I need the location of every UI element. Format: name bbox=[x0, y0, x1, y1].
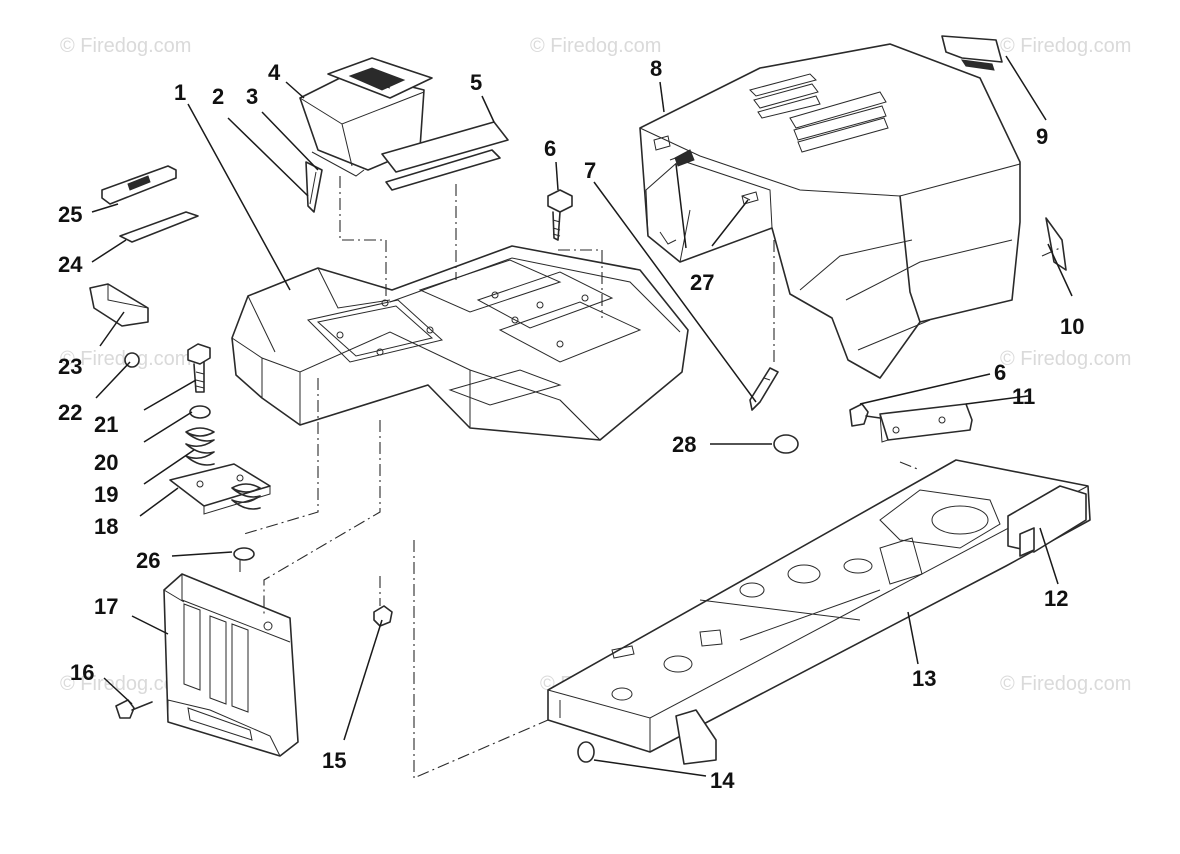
callout-13: 13 bbox=[912, 666, 936, 691]
callout-14: 14 bbox=[710, 768, 735, 793]
callout-12: 12 bbox=[1044, 586, 1068, 611]
callout-24: 24 bbox=[58, 252, 83, 277]
cap-part bbox=[773, 434, 799, 454]
frame-part bbox=[547, 459, 1091, 765]
clip-parts bbox=[669, 151, 751, 201]
plug-part bbox=[577, 741, 595, 763]
hood-part bbox=[639, 43, 1021, 379]
callout-17: 17 bbox=[94, 594, 118, 619]
rod-parts bbox=[305, 161, 323, 213]
watermark: © Firedog.com bbox=[60, 673, 191, 695]
callout-8: 8 bbox=[650, 56, 662, 81]
callout-16: 16 bbox=[70, 660, 94, 685]
left-hardware-stack bbox=[89, 165, 271, 561]
decal-part bbox=[381, 121, 509, 191]
callout-2: 2 bbox=[212, 84, 224, 109]
callout-19: 19 bbox=[94, 482, 118, 507]
callout-26: 26 bbox=[136, 548, 160, 573]
callout-11: 11 bbox=[1012, 384, 1035, 409]
callout-4: 4 bbox=[268, 60, 281, 85]
leader-lines bbox=[91, 55, 1073, 777]
bracket-part bbox=[749, 367, 779, 411]
callout-25: 25 bbox=[58, 202, 82, 227]
fender-deck-part bbox=[231, 245, 689, 441]
callout-7: 7 bbox=[584, 158, 596, 183]
callout-22: 22 bbox=[58, 400, 82, 425]
callout-10: 10 bbox=[1060, 314, 1084, 339]
side-panel-part bbox=[115, 573, 393, 757]
callout-18: 18 bbox=[94, 514, 118, 539]
callout-5: 5 bbox=[470, 70, 482, 95]
callout-28: 28 bbox=[672, 432, 696, 457]
hood-trim-parts bbox=[941, 35, 1067, 271]
callout-6: 6 bbox=[544, 136, 556, 161]
callout-6-lower: 6 bbox=[994, 360, 1006, 385]
callout-labels: 1 2 3 4 5 6 7 8 9 10 11 12 13 14 15 16 1… bbox=[58, 56, 1084, 793]
assembly-lines bbox=[239, 176, 1061, 779]
latch-bracket-part bbox=[849, 403, 973, 443]
watermark: © Firedog.com bbox=[1000, 35, 1131, 57]
bolt-part bbox=[547, 189, 573, 241]
callout-27: 27 bbox=[690, 270, 714, 295]
callout-3: 3 bbox=[246, 84, 258, 109]
watermark: © Firedog.com bbox=[1000, 348, 1131, 370]
callout-20: 20 bbox=[94, 450, 118, 475]
watermark: © Firedog.com bbox=[530, 35, 661, 57]
callout-23: 23 bbox=[58, 354, 82, 379]
callout-21: 21 bbox=[94, 412, 118, 437]
watermark: © Firedog.com bbox=[60, 35, 191, 57]
callout-9: 9 bbox=[1036, 124, 1048, 149]
callout-1: 1 bbox=[174, 80, 186, 105]
watermark: © Firedog.com bbox=[1000, 673, 1131, 695]
callout-15: 15 bbox=[322, 748, 346, 773]
